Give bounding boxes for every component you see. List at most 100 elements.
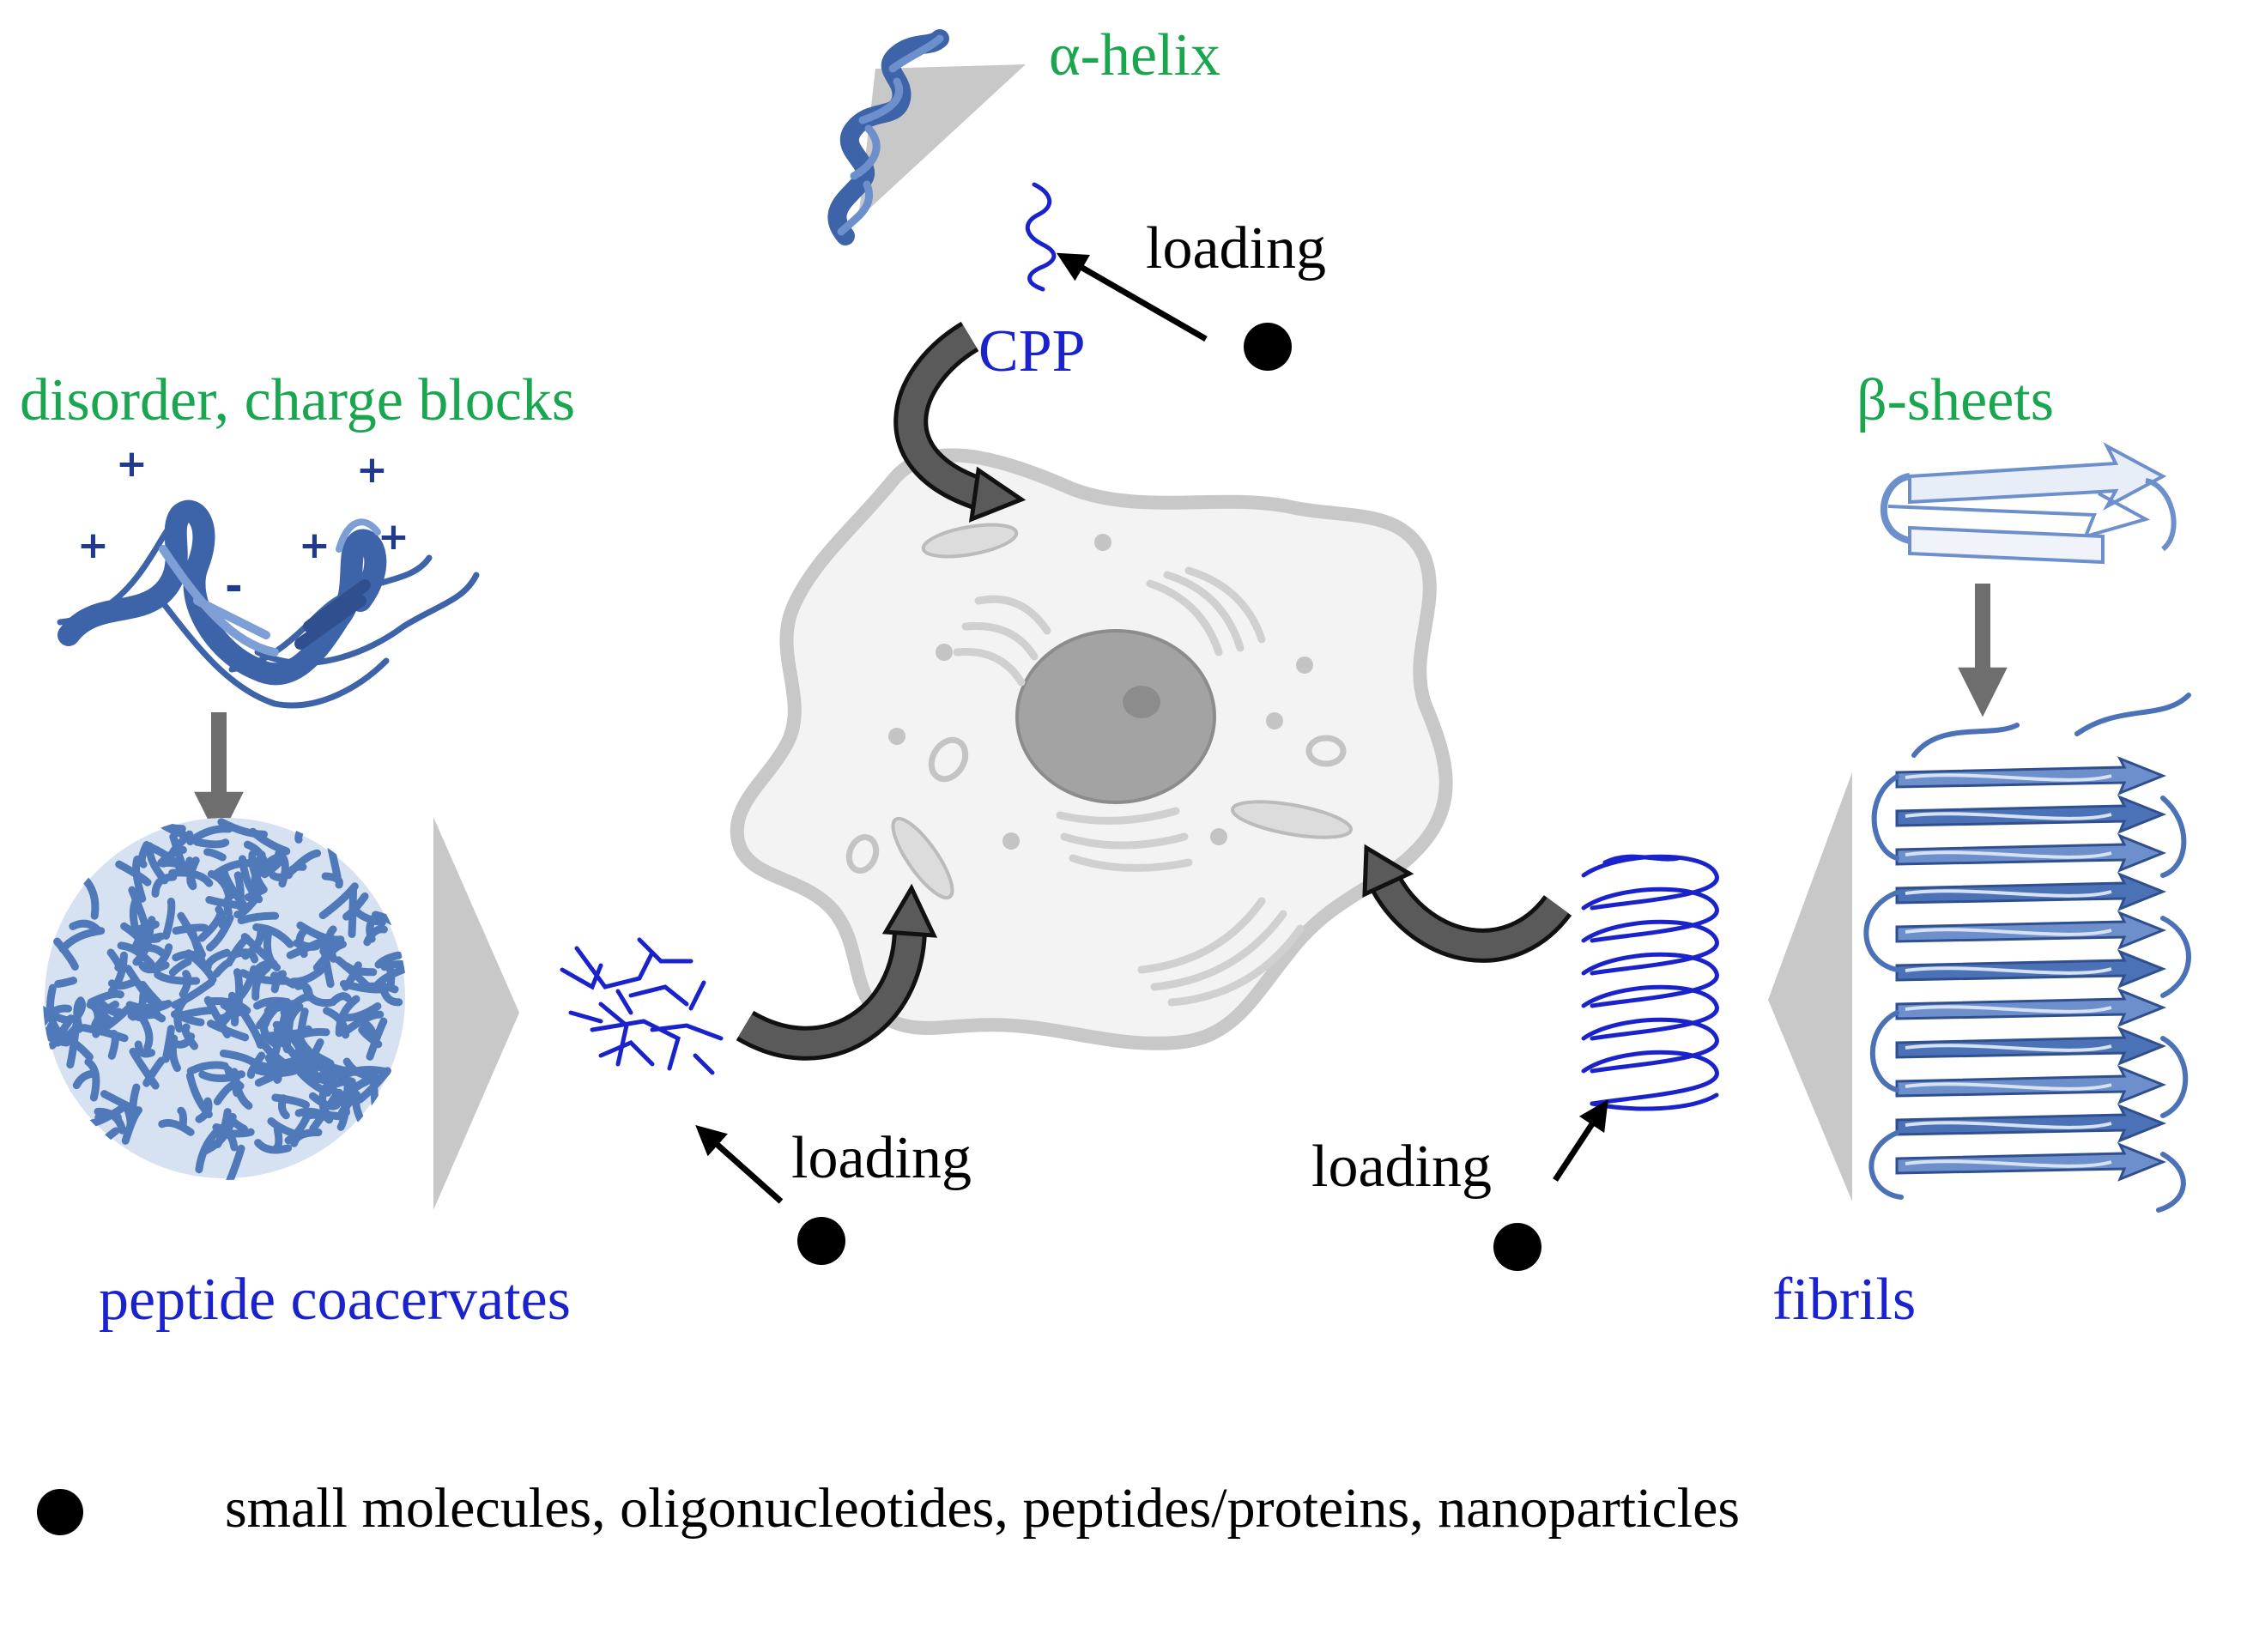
mesh-strand	[220, 1001, 239, 1027]
mesh-strand	[115, 860, 152, 887]
fibril-loop	[1869, 1010, 1899, 1092]
fibril-strand	[1895, 949, 2167, 989]
mesh-strand	[253, 996, 292, 1010]
mesh-strand	[129, 1047, 160, 1090]
fibril-highlight	[1905, 928, 2112, 936]
mesh-strand	[213, 1080, 238, 1105]
mesh-strand	[215, 905, 228, 929]
mesh-strand	[72, 1069, 100, 1090]
mesh-strand	[282, 1009, 295, 1053]
mesh-strand	[48, 1014, 75, 1050]
mesh-strand	[130, 920, 160, 953]
cell-icon	[730, 448, 1453, 1050]
mesh-strand	[222, 1144, 245, 1180]
mesh-strand	[120, 922, 149, 949]
fibril-highlight	[1905, 1082, 2112, 1091]
mesh-strand	[244, 886, 268, 902]
mesh-strand	[233, 871, 245, 911]
mesh-strand	[286, 935, 329, 959]
mesh-strand	[296, 921, 345, 944]
mesh-strand	[302, 1110, 348, 1122]
mesh-strand	[172, 923, 209, 935]
fibril-strand	[1895, 988, 2167, 1027]
charge-plus-1: +	[116, 442, 148, 486]
mesh-strand	[226, 934, 251, 965]
mesh-strand	[207, 869, 233, 899]
mesh-strand	[98, 1003, 134, 1034]
mesh-strand	[185, 1072, 213, 1119]
mesh-strand	[272, 1125, 283, 1153]
fibril-strand	[1895, 1142, 2167, 1182]
mesh-strand	[173, 1032, 196, 1049]
legend-text: small molecules, oligonucleotides, pepti…	[225, 1477, 1741, 1540]
coacervates-label: peptide coacervates	[99, 1267, 571, 1333]
cargo-dot-top	[1244, 323, 1292, 371]
fibril-strand	[1895, 1104, 2167, 1143]
mesh-strand	[319, 941, 342, 955]
fibril-loop	[2074, 693, 2191, 736]
fibril-strand	[1895, 1026, 2167, 1066]
mesh-strand	[127, 1000, 173, 1015]
mesh-strand	[237, 911, 280, 924]
mesh-strand	[252, 923, 294, 948]
fibril-loop	[1863, 890, 1899, 972]
mesh-strand	[266, 1049, 295, 1075]
fibril-loop	[2160, 916, 2191, 998]
mesh-strand	[138, 961, 170, 974]
beta-sheets-label: β-sheets	[1856, 367, 2054, 433]
mesh-strand	[186, 825, 233, 846]
fibril-strand	[1895, 756, 2167, 796]
alpha-helix-icon	[827, 29, 1026, 245]
projection-wedge-top	[858, 64, 1026, 219]
mesh-strand	[162, 897, 176, 940]
mesh-strand	[92, 1016, 114, 1038]
nucleus-icon	[1015, 629, 1216, 804]
mesh-strand	[141, 943, 167, 957]
fibril-highlight	[1905, 1159, 2112, 1168]
fibrils-label: fibrils	[1772, 1267, 1917, 1333]
fibril-loop	[1868, 1130, 1904, 1200]
fibril-highlight	[1905, 850, 2112, 859]
coil-turn	[1581, 854, 1719, 911]
mesh-strand	[158, 1118, 195, 1136]
mesh-strand	[154, 971, 201, 985]
fibril-strand	[1895, 795, 2167, 834]
granule-icon	[888, 534, 1313, 850]
mesh-strand	[249, 827, 291, 856]
mesh-strand	[356, 1067, 391, 1104]
mesh-strand	[206, 914, 234, 952]
beta-sheet-icon	[1881, 442, 2177, 565]
fibril-loop	[2156, 1152, 2186, 1213]
mesh-strand	[176, 1006, 215, 1020]
mesh-strand	[348, 886, 357, 938]
mesh-strand	[43, 1004, 72, 1026]
fibril-loop	[1911, 723, 2020, 758]
mesh-strand	[374, 951, 403, 969]
cargo-dot-left	[797, 1217, 845, 1265]
mesh-strand	[260, 856, 286, 879]
cpp-strand-icon	[1026, 182, 1057, 292]
fibril-strand	[1895, 911, 2167, 950]
mesh-strand	[295, 1030, 321, 1063]
mesh-strand	[366, 1017, 388, 1061]
mesh-strand	[138, 980, 162, 1007]
mesh-strand	[186, 1061, 229, 1075]
coil-end	[1602, 854, 1681, 865]
nucleolus-icon	[1123, 686, 1160, 718]
fibril-coil-icon	[1581, 854, 1719, 1111]
mesh-strand	[123, 1104, 135, 1136]
fibril-highlight	[1905, 889, 2112, 898]
fibril-highlight	[1905, 1044, 2112, 1052]
mesh-strand	[233, 895, 259, 919]
mesh-strand	[297, 1050, 321, 1084]
mesh-strand	[291, 1062, 332, 1097]
mesh-strand	[139, 1015, 154, 1051]
mesh-strand	[290, 1128, 323, 1147]
charge-plus-5: +	[378, 515, 409, 559]
mesh-strand	[380, 959, 407, 971]
fibril-strand	[1895, 872, 2167, 911]
mesh-strand	[264, 1054, 282, 1084]
mitochondria-icon	[891, 523, 1353, 900]
mesh-strand	[358, 982, 399, 994]
